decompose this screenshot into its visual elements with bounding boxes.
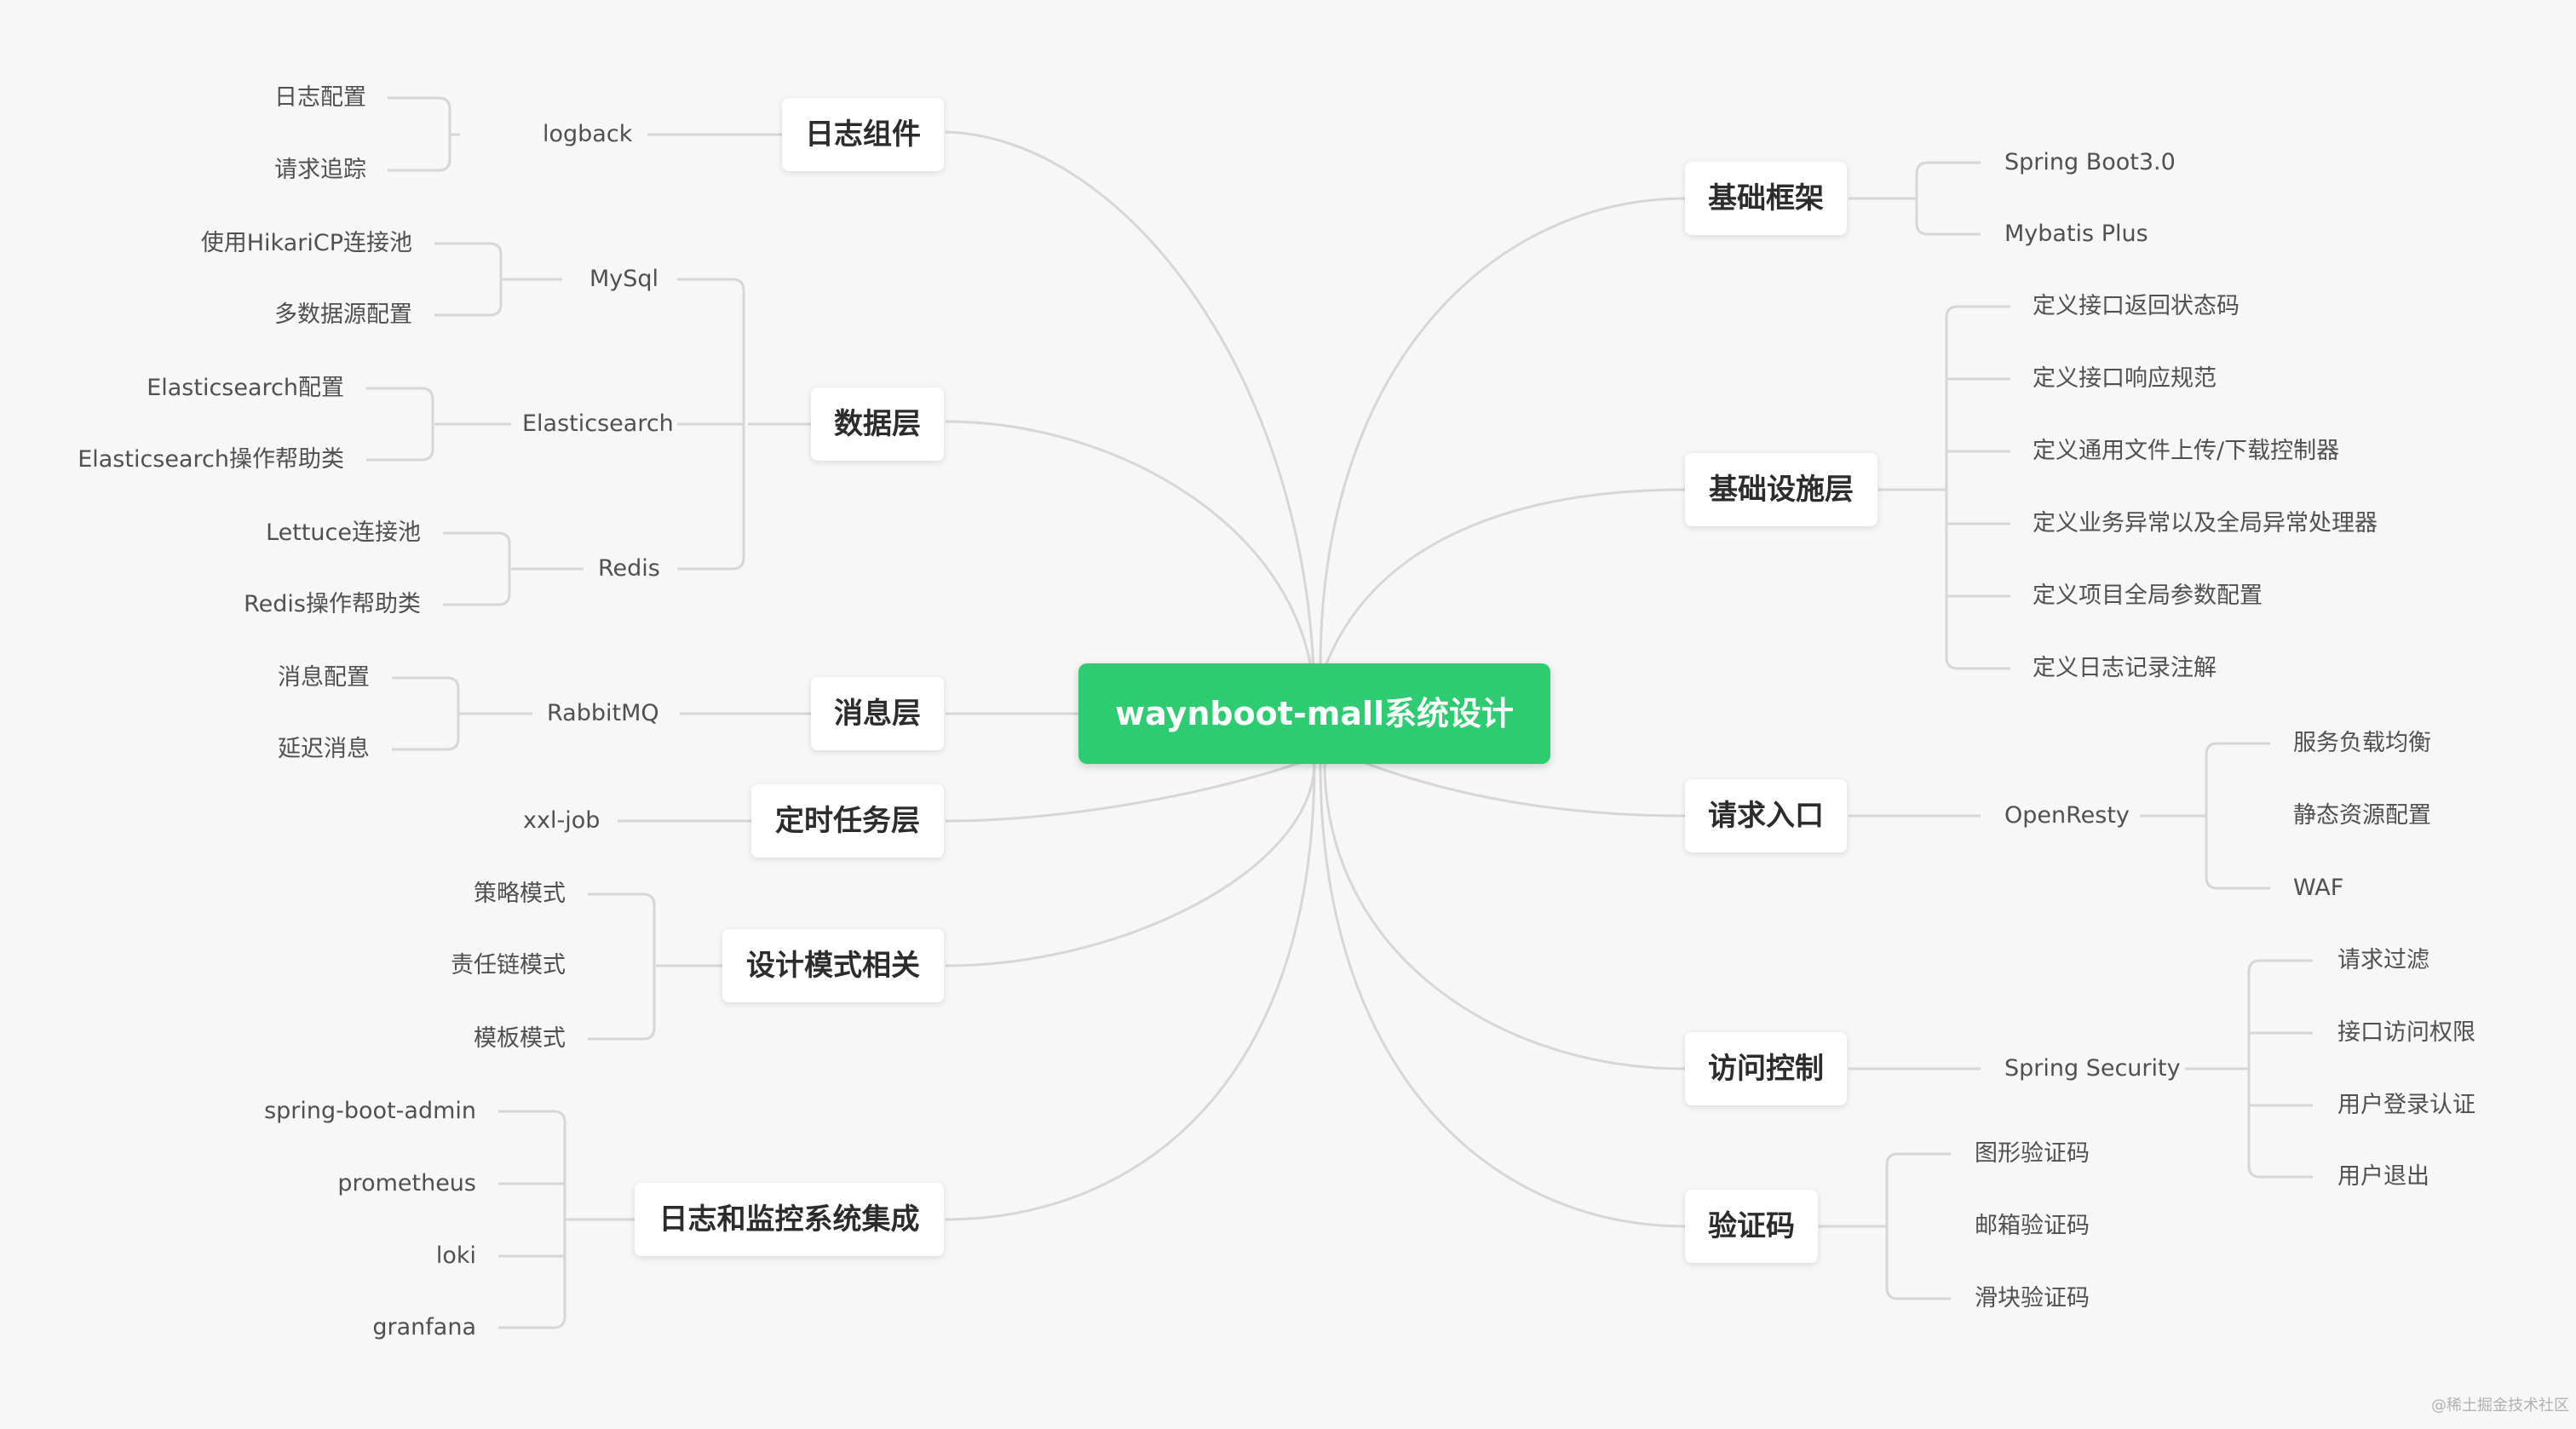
- leaf-response-spec: 定义接口响应规范: [2033, 365, 2217, 392]
- branch-captcha: 验证码: [1685, 1190, 1818, 1263]
- leaf-strategy-pattern: 策略模式: [474, 881, 566, 907]
- leaf-es-config: Elasticsearch配置: [147, 375, 344, 401]
- leaf-slider-captcha: 滑块验证码: [1975, 1285, 2090, 1311]
- leaf-lettuce-pool: Lettuce连接池: [266, 519, 421, 546]
- leaf-email-captcha: 邮箱验证码: [1975, 1213, 2090, 1239]
- leaf-static-resources: 静态资源配置: [2293, 802, 2431, 829]
- sub-openresty: OpenResty: [2004, 802, 2130, 829]
- leaf-delayed-message: 延迟消息: [278, 736, 370, 762]
- leaf-spring-boot: Spring Boot3.0: [2004, 149, 2176, 175]
- leaf-file-controller: 定义通用文件上传/下载控制器: [2033, 438, 2340, 464]
- branch-log-component: 日志组件: [782, 98, 944, 171]
- leaf-user-logout: 用户退出: [2337, 1163, 2429, 1190]
- sub-mysql: MySql: [589, 266, 659, 292]
- leaf-log-annotation: 定义日志记录注解: [2033, 655, 2217, 681]
- leaf-chain-pattern: 责任链模式: [451, 952, 566, 978]
- leaf-request-filter: 请求过滤: [2337, 947, 2429, 973]
- branch-scheduled-task-layer: 定时任务层: [751, 784, 944, 858]
- leaf-load-balancing: 服务负载均衡: [2293, 730, 2431, 756]
- branch-data-layer: 数据层: [811, 387, 944, 461]
- branch-access-control: 访问控制: [1685, 1032, 1847, 1105]
- leaf-multi-datasource: 多数据源配置: [274, 301, 412, 328]
- sub-elasticsearch: Elasticsearch: [522, 410, 674, 437]
- branch-logging-monitoring: 日志和监控系统集成: [635, 1183, 944, 1256]
- leaf-template-pattern: 模板模式: [474, 1025, 566, 1052]
- leaf-loki: loki: [435, 1242, 476, 1269]
- leaf-global-params: 定义项目全局参数配置: [2033, 583, 2263, 609]
- branch-infrastructure-layer: 基础设施层: [1685, 453, 1877, 526]
- leaf-mybatis-plus: Mybatis Plus: [2004, 221, 2148, 247]
- leaf-redis-helper: Redis操作帮助类: [244, 591, 421, 617]
- sub-redis: Redis: [598, 555, 660, 582]
- leaf-spring-boot-admin: spring-boot-admin: [264, 1098, 476, 1124]
- sub-spring-security: Spring Security: [2004, 1055, 2181, 1082]
- leaf-request-trace: 请求追踪: [274, 157, 366, 183]
- leaf-message-config: 消息配置: [278, 664, 370, 691]
- leaf-waf: WAF: [2293, 875, 2344, 901]
- branch-design-patterns: 设计模式相关: [722, 929, 944, 1002]
- leaf-es-helper: Elasticsearch操作帮助类: [78, 446, 344, 473]
- sub-rabbitmq: RabbitMQ: [547, 700, 659, 726]
- sub-logback: logback: [543, 121, 633, 147]
- leaf-granfana: granfana: [372, 1314, 476, 1340]
- leaf-image-captcha: 图形验证码: [1975, 1140, 2090, 1167]
- leaf-prometheus: prometheus: [337, 1170, 476, 1197]
- leaf-exception-handler: 定义业务异常以及全局异常处理器: [2033, 510, 2378, 537]
- leaf-log-config: 日志配置: [274, 84, 366, 111]
- branch-message-layer: 消息层: [811, 677, 944, 750]
- leaf-user-login: 用户登录认证: [2337, 1092, 2475, 1118]
- leaf-status-codes: 定义接口返回状态码: [2033, 293, 2240, 319]
- branch-request-entry: 请求入口: [1685, 779, 1847, 852]
- leaf-hikaricp: 使用HikariCP连接池: [200, 230, 412, 256]
- leaf-api-permission: 接口访问权限: [2337, 1019, 2475, 1046]
- branch-base-framework: 基础框架: [1685, 162, 1847, 235]
- watermark: @稀土掘金技术社区: [2431, 1397, 2569, 1415]
- sub-xxl-job: xxl-job: [523, 807, 601, 834]
- root-node: waynboot-mall系统设计: [1078, 663, 1550, 764]
